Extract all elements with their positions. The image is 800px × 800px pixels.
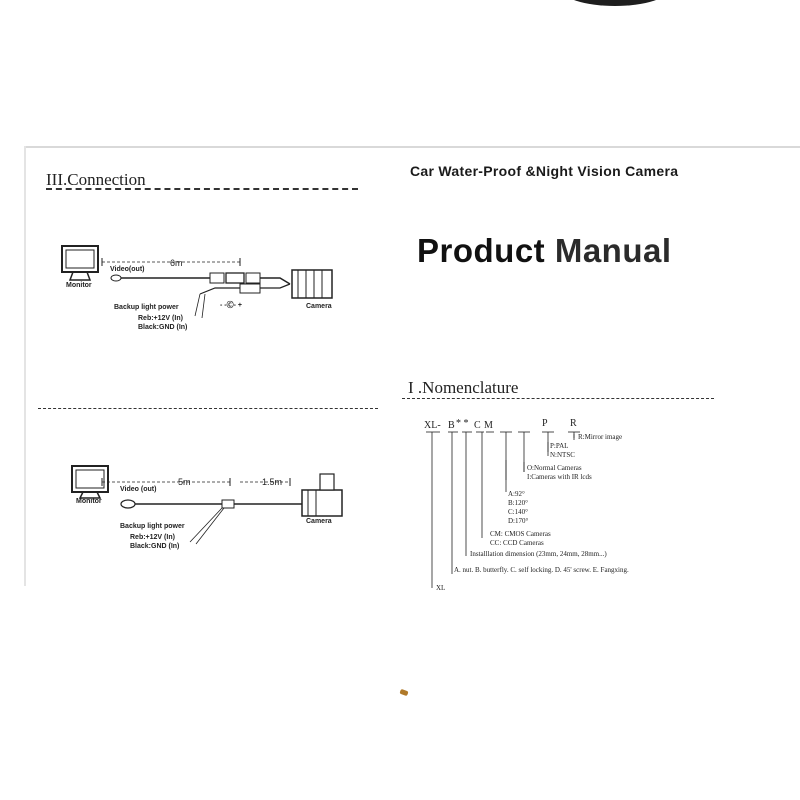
dc-label: - -Ⓒ- + xyxy=(220,302,242,309)
black-wire-label-2: Black:GND (In) xyxy=(130,543,180,550)
backup-label: Backup light power xyxy=(114,304,179,311)
nomenclature-underline xyxy=(402,398,714,399)
angle-a: A:92° xyxy=(508,490,525,498)
cm-desc-2: CC: CCD Cameras xyxy=(490,539,544,547)
section-divider xyxy=(38,408,378,409)
xl-desc: XL xyxy=(436,584,446,592)
b-desc: A. nut. B. butterfly. C. self locking. D… xyxy=(454,566,629,574)
cm-desc-1: CM: CMOS Cameras xyxy=(490,530,551,538)
paper-edge xyxy=(24,146,800,148)
manual-title-a: Product xyxy=(417,232,555,269)
code-p: P xyxy=(542,418,548,429)
code-xl: XL- xyxy=(424,420,441,431)
black-wire-label: Black:GND (In) xyxy=(138,324,188,331)
r-desc: R:Mirror image xyxy=(578,433,623,441)
install-desc: Installlation dimension (23mm, 24mm, 28m… xyxy=(470,550,607,558)
connection-diagram-2 xyxy=(71,465,343,545)
manual-title-b: Manual xyxy=(554,232,672,269)
code-r: R xyxy=(570,418,577,429)
monitor-icon-2 xyxy=(71,465,109,499)
length-label-2: 5m xyxy=(178,477,191,487)
camera-label-2: Camera xyxy=(306,518,332,525)
backup-label-2: Backup light power xyxy=(120,523,185,530)
code-m: M xyxy=(484,420,493,431)
lens-shadow xyxy=(560,0,670,6)
brand-title: Car Water-Proof &Night Vision Camera xyxy=(410,163,679,179)
video-label-2: Video (out) xyxy=(120,486,157,493)
connection-diagram-1 xyxy=(61,245,333,319)
p-desc-1: P:PAL xyxy=(550,442,569,450)
nomenclature-title: I .Nomenclature xyxy=(408,378,519,397)
monitor-label: Monitor xyxy=(66,282,92,289)
o-desc-1: O:Normal Cameras xyxy=(527,464,582,472)
o-desc-2: I:Cameras with IR lcds xyxy=(527,473,592,481)
length-label-3: 1.5m xyxy=(262,477,283,487)
video-label: Video(out) xyxy=(110,266,145,273)
connection-title-underline xyxy=(46,188,358,190)
p-desc-2: N:NTSC xyxy=(550,451,575,459)
code-c: C xyxy=(474,420,481,431)
length-label: 6m xyxy=(170,258,183,268)
angle-c: C:140° xyxy=(508,508,528,516)
code-b: B xyxy=(448,420,455,431)
code-stars: * * xyxy=(456,418,469,429)
angle-d: D:170° xyxy=(508,517,529,525)
monitor-icon xyxy=(61,245,99,281)
paper-edge-left xyxy=(24,146,26,586)
red-wire-label: Reb:+12V (In) xyxy=(138,315,183,322)
monitor-label-2: Monitor xyxy=(76,498,102,505)
manual-title: Product Manual xyxy=(417,232,672,270)
red-wire-label-2: Reb:+12V (In) xyxy=(130,534,175,541)
connection-title: III.Connection xyxy=(46,170,146,189)
nomenclature-tree xyxy=(426,431,580,588)
paper-speck xyxy=(399,688,409,697)
angle-b: B:120° xyxy=(508,499,528,507)
camera-label: Camera xyxy=(306,303,332,310)
